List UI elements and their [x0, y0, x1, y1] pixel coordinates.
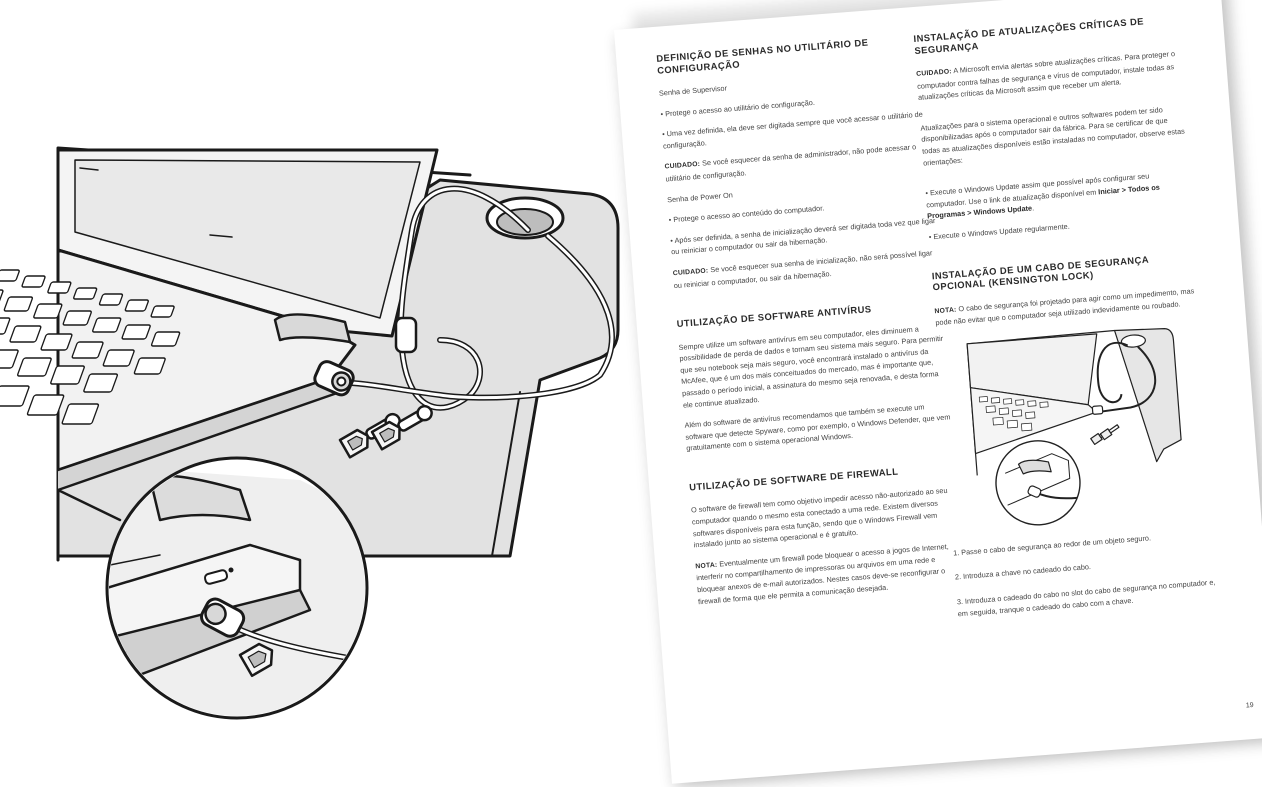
laptop-mini-illustration	[966, 327, 1182, 526]
caution-label: CUIDADO:	[672, 267, 709, 278]
firewall-paragraph-1: O software de firewall tem como objetivo…	[690, 486, 948, 550]
page-number: 19	[1245, 701, 1254, 710]
heading-critical-updates: INSTALAÇÃO DE ATUALIZAÇÕES CRÍTICAS DE S…	[913, 15, 1145, 56]
right-column: INSTALAÇÃO DE ATUALIZAÇÕES CRÍTICAS DE S…	[913, 13, 1224, 629]
heading-password-utility: DEFINIÇÃO DE SENHAS NO UTILITÁRIO DE CON…	[655, 36, 869, 76]
caution-label: CUIDADO:	[916, 68, 953, 78]
note-label: NOTA:	[934, 306, 957, 315]
antivirus-paragraph-1: Sempre utilize um software antivírus em …	[678, 324, 944, 410]
bullet-end: .	[1031, 203, 1035, 213]
manual-page: DEFINIÇÃO DE SENHAS NO UTILITÁRIO DE CON…	[614, 0, 1262, 784]
firewall-note: NOTA: Eventualmente um firewall pode blo…	[695, 540, 964, 608]
kensington-lock-illustration	[0, 146, 620, 720]
note-label: NOTA:	[695, 561, 718, 571]
left-column: DEFINIÇÃO DE SENHAS NO UTILITÁRIO DE CON…	[656, 32, 965, 616]
caution-label: CUIDADO:	[664, 161, 701, 171]
caution-text: A Microsoft envia alertas sobre atualiza…	[916, 49, 1176, 103]
note-text: Eventualmente um firewall pode bloquear …	[695, 541, 949, 606]
